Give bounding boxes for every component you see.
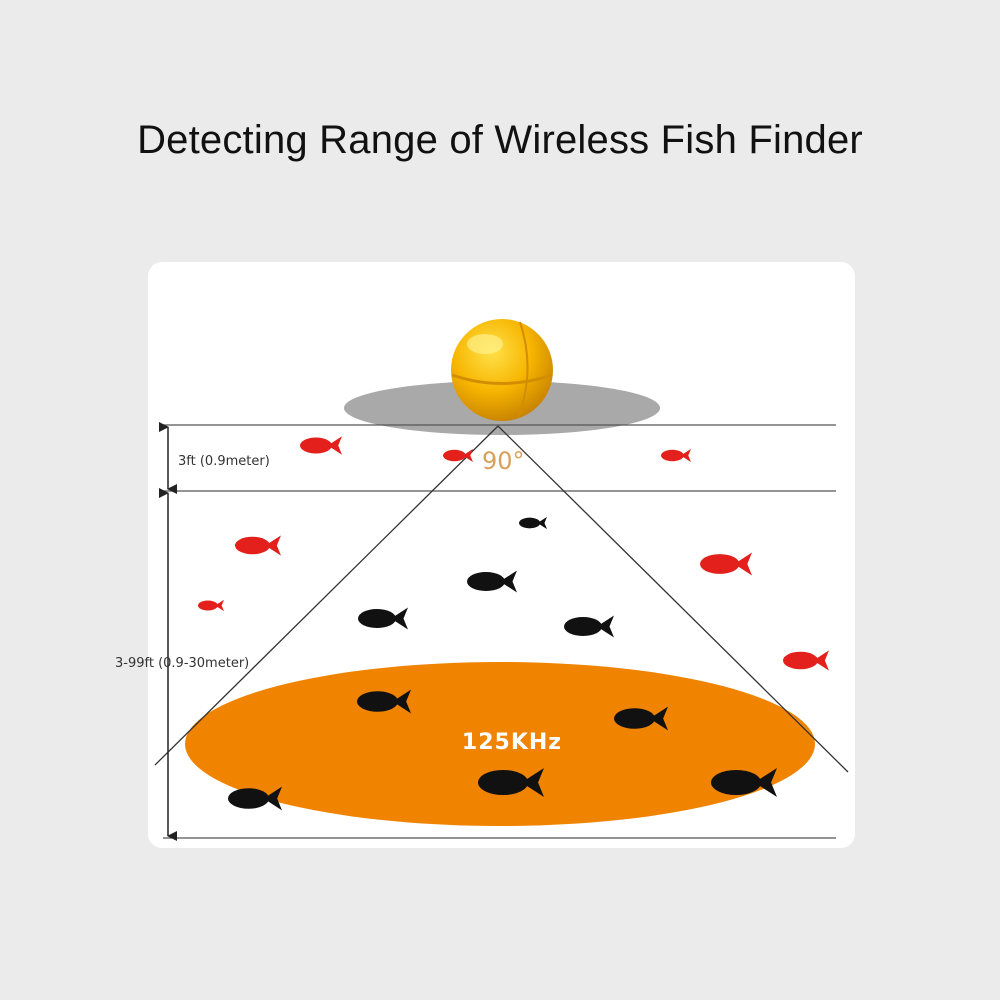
red-fish-icon	[443, 448, 473, 463]
sensor-ball-icon	[451, 319, 553, 421]
shallow-depth-label: 3ft (0.9meter)	[178, 454, 270, 469]
beam-right-edge	[497, 425, 849, 773]
beam-left-edge	[154, 425, 499, 766]
black-fish-icon	[519, 516, 547, 530]
red-fish-icon	[700, 552, 752, 576]
black-fish-icon	[467, 570, 517, 593]
red-fish-icon	[783, 650, 829, 671]
black-fish-icon	[564, 615, 614, 638]
black-fish-icon	[358, 607, 408, 630]
red-fish-icon	[235, 535, 281, 556]
sonar-detection-ellipse	[185, 662, 815, 826]
deep-depth-label: 3-99ft (0.9-30meter)	[115, 656, 249, 671]
red-fish-icon	[198, 599, 224, 612]
red-fish-icon	[300, 436, 342, 455]
page-title: Detecting Range of Wireless Fish Finder	[137, 118, 863, 162]
red-fish-icon	[661, 448, 691, 463]
beam-angle-label: 90°	[482, 447, 525, 475]
frequency-label: 125KHz	[462, 730, 562, 755]
